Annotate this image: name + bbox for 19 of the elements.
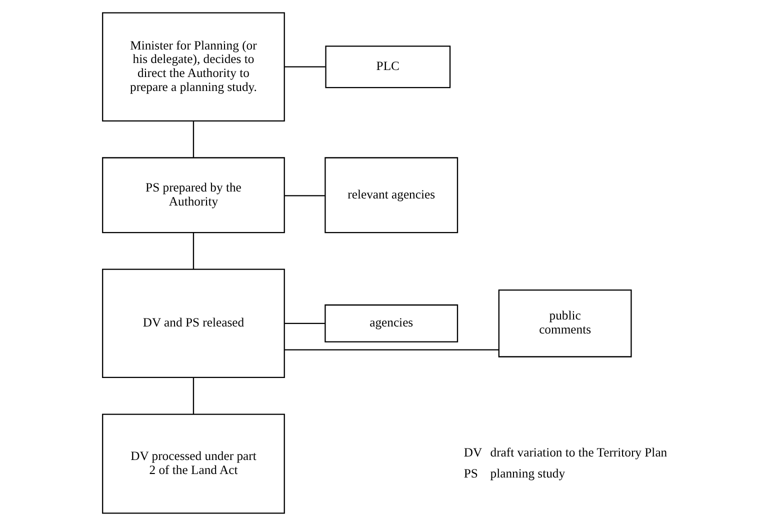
node-box: agencies bbox=[324, 304, 458, 342]
connector bbox=[284, 66, 325, 68]
connector bbox=[284, 322, 324, 324]
label: DV bbox=[463, 446, 482, 460]
node-box: DV processed under part 2 of the Land Act bbox=[102, 414, 284, 514]
connector bbox=[192, 378, 194, 414]
node-box: PLC bbox=[324, 46, 450, 88]
node-box: relevant agencies bbox=[324, 157, 458, 234]
connector bbox=[284, 195, 324, 196]
node-box: DV and PS released bbox=[102, 268, 284, 378]
label: PS bbox=[463, 466, 478, 480]
label: draft variation to the Territory Plan bbox=[490, 446, 667, 460]
node-box: public comments bbox=[498, 289, 632, 358]
connector bbox=[284, 349, 498, 350]
node-box: Minister for Planning (or his delegate), decides to direct the Authority to prepare a planning study. bbox=[102, 12, 284, 122]
connector bbox=[192, 232, 194, 269]
label: planning study bbox=[490, 466, 565, 480]
connector bbox=[192, 121, 194, 158]
node-box: PS prepared by the Authority bbox=[102, 157, 284, 234]
